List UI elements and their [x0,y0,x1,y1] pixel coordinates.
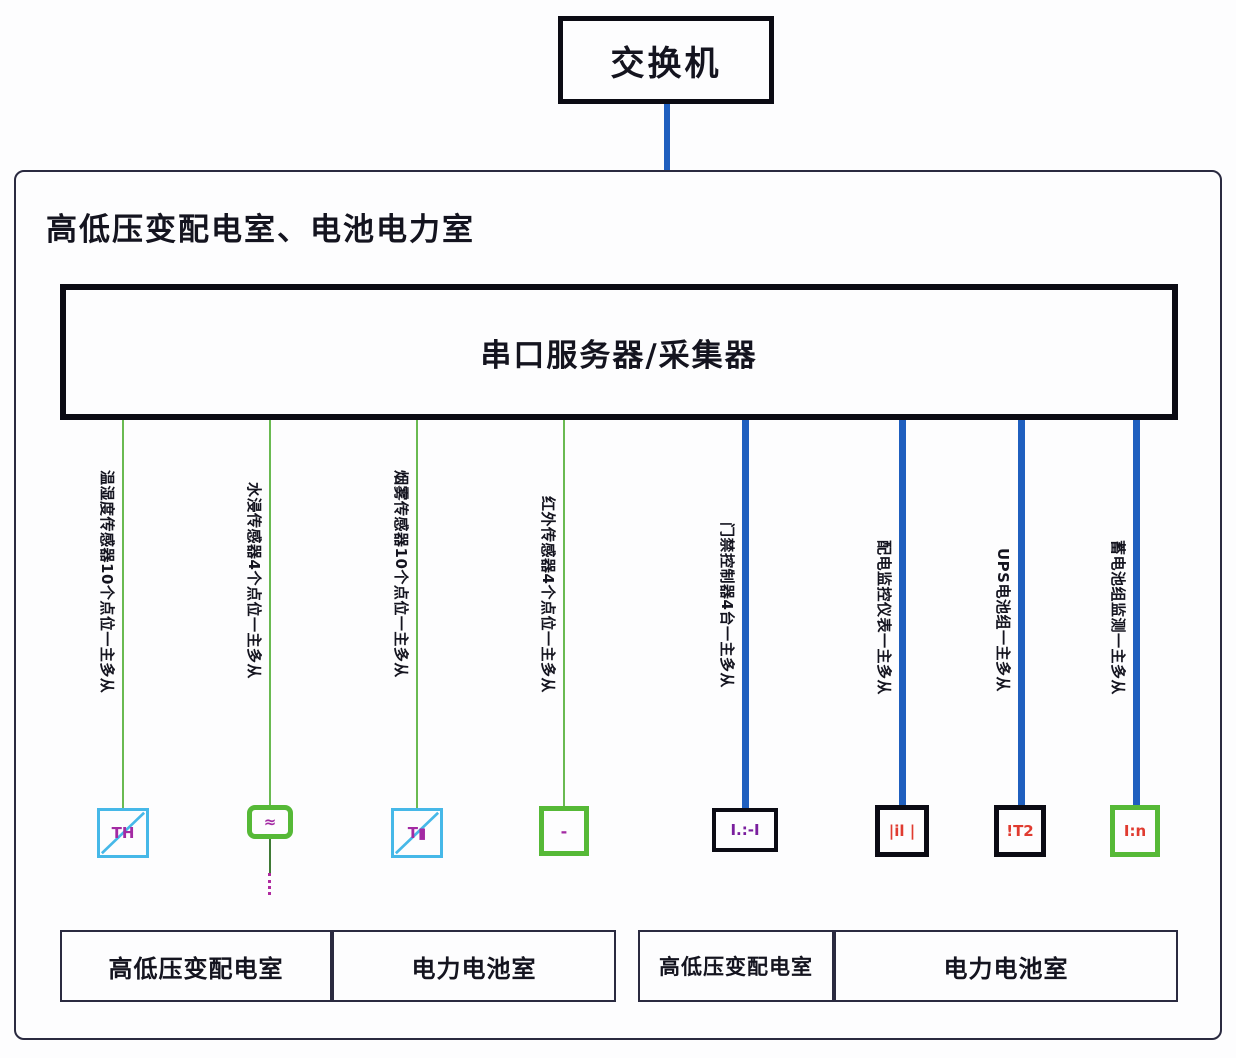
branch-label-4: 红外传感器4个点位一主多从 [539,496,557,693]
device-battery-monitor: I:n [1110,805,1160,857]
branch-label-6: 配电监控仪表一主多从 [875,540,893,696]
branch-line-5 [742,420,749,808]
legend-box-3: 高低压变配电室 [638,930,834,1002]
device-glyph-6: |il | [888,822,916,840]
device-glyph-8: I:n [1123,822,1147,840]
branch-line-8 [1133,420,1140,805]
legend-label-2: 电力电池室 [411,954,537,983]
serial-server-node: 串口服务器/采集器 [60,284,1178,420]
branch-line-6 [899,420,906,805]
branch-label-1: 温湿度传感器10个点位一主多从 [98,470,116,694]
legend-box-1: 高低压变配电室 [60,930,332,1002]
legend-label-3: 高低压变配电室 [659,955,813,979]
branch-label-5: 门禁控制器4台一主多从 [718,522,736,688]
legend-label-4: 电力电池室 [943,954,1069,983]
sensor-diagonal-icon [394,811,440,855]
water-sensor-tail-line [269,839,271,873]
device-glyph-5: I.:-I [730,821,760,839]
branch-label-8: 蓄电池组监测一主多从 [1109,540,1127,696]
device-power-meter: |il | [875,805,929,857]
serial-server-label: 串口服务器/采集器 [480,337,758,374]
device-glyph-2: ≈ [263,813,277,831]
device-ups-battery: !T2 [994,805,1046,857]
room-title: 高低压变配电室、电池电力室 [46,212,475,248]
legend-box-4: 电力电池室 [834,930,1178,1002]
device-smoke-sensor: T▮ [391,808,443,858]
device-access-controller: I.:-I [712,808,778,852]
branch-line-3 [416,420,418,810]
device-water-leak-sensor: ≈ [247,805,293,839]
legend-label-1: 高低压变配电室 [108,954,284,983]
branch-label-7: UPS电池组一主多从 [994,548,1012,692]
branch-label-3: 烟雾传感器10个点位一主多从 [392,470,410,678]
device-infrared-sensor: - [539,806,589,856]
water-sensor-tail-dotted [268,873,271,895]
branch-line-4 [563,420,565,808]
branch-label-2: 水浸传感器4个点位一主多从 [245,482,263,679]
sensor-diagonal-icon [100,811,146,855]
switch-node: 交换机 [558,16,774,104]
device-glyph-1: TH [111,824,135,842]
legend-box-2: 电力电池室 [332,930,616,1002]
branch-line-2 [269,420,271,805]
device-glyph-3: T▮ [407,824,427,842]
device-glyph-7: !T2 [1006,822,1034,840]
device-glyph-4: - [560,821,568,841]
device-temperature-humidity-sensor: TH [97,808,149,858]
branch-line-1 [122,420,124,810]
switch-label: 交换机 [610,43,722,84]
branch-line-7 [1018,420,1025,805]
